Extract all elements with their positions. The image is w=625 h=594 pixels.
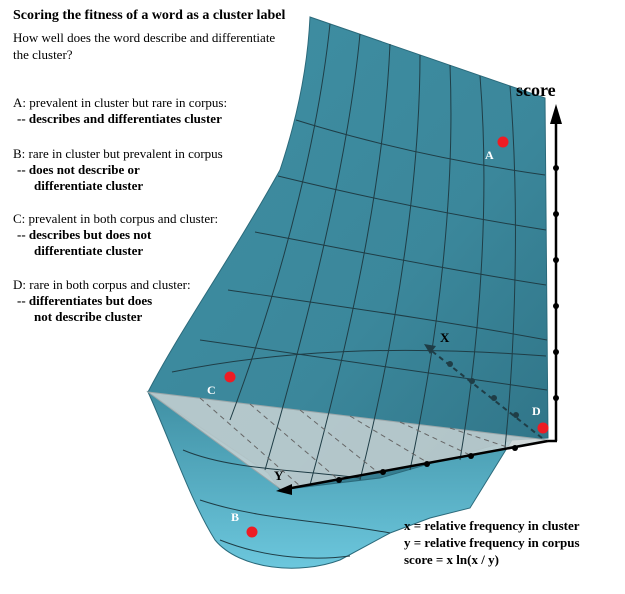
point-a-label: A: [485, 148, 494, 162]
point-d-marker: [537, 422, 549, 434]
case-c-head: C: prevalent in both corpus and cluster:: [13, 211, 219, 226]
case-b-line-1: -- does not describe or: [17, 162, 140, 177]
case-c: C: prevalent in both corpus and cluster:…: [13, 211, 218, 259]
intro-line-1: How well does the word describe and diff…: [13, 30, 276, 45]
case-a-head: A: prevalent in cluster but rare in corp…: [13, 95, 228, 110]
case-b-head: B: rare in cluster but prevalent in corp…: [13, 146, 223, 161]
case-d-line-2: not describe cluster: [34, 309, 143, 324]
case-c-line-1: -- describes but does not: [17, 227, 152, 242]
case-a: A: prevalent in cluster but rare in corp…: [13, 95, 227, 127]
diagram-title: Scoring the fitness of a word as a clust…: [13, 8, 286, 23]
x-axis-dashed: [424, 344, 543, 439]
x-axis-label: X: [440, 330, 450, 345]
point-c-label: C: [207, 383, 216, 397]
point-a-marker: [497, 136, 509, 148]
case-a-line-1: -- describes and differentiates cluster: [17, 111, 222, 126]
case-d: D: rare in both corpus and cluster: -- d…: [13, 277, 191, 325]
point-b-label: B: [231, 510, 240, 524]
case-c-line-2: differentiate cluster: [34, 243, 144, 258]
case-d-line-1: -- differentiates but does: [17, 293, 153, 308]
formula-legend: x = relative frequency in cluster y = re…: [404, 517, 580, 568]
case-d-head: D: rare in both corpus and cluster:: [13, 277, 191, 292]
surface-mesh: [171, 23, 548, 559]
score-axis-label: score: [516, 80, 556, 100]
legend-y: y = relative frequency in corpus: [404, 535, 580, 550]
point-c-marker: [224, 371, 236, 383]
case-b: B: rare in cluster but prevalent in corp…: [13, 146, 223, 194]
y-axis-label: Y: [274, 468, 284, 483]
point-d-label: D: [532, 404, 541, 418]
y-axis: [276, 439, 549, 495]
intro-line-2: the cluster?: [13, 47, 73, 62]
case-b-line-2: differentiate cluster: [34, 178, 144, 193]
legend-x: x = relative frequency in cluster: [404, 518, 580, 533]
score-axis: [548, 104, 562, 443]
surface-bowl: [146, 390, 514, 569]
plane-guides: [199, 397, 511, 487]
point-b-marker: [246, 526, 258, 538]
legend-score: score = x ln(x / y): [404, 552, 499, 567]
